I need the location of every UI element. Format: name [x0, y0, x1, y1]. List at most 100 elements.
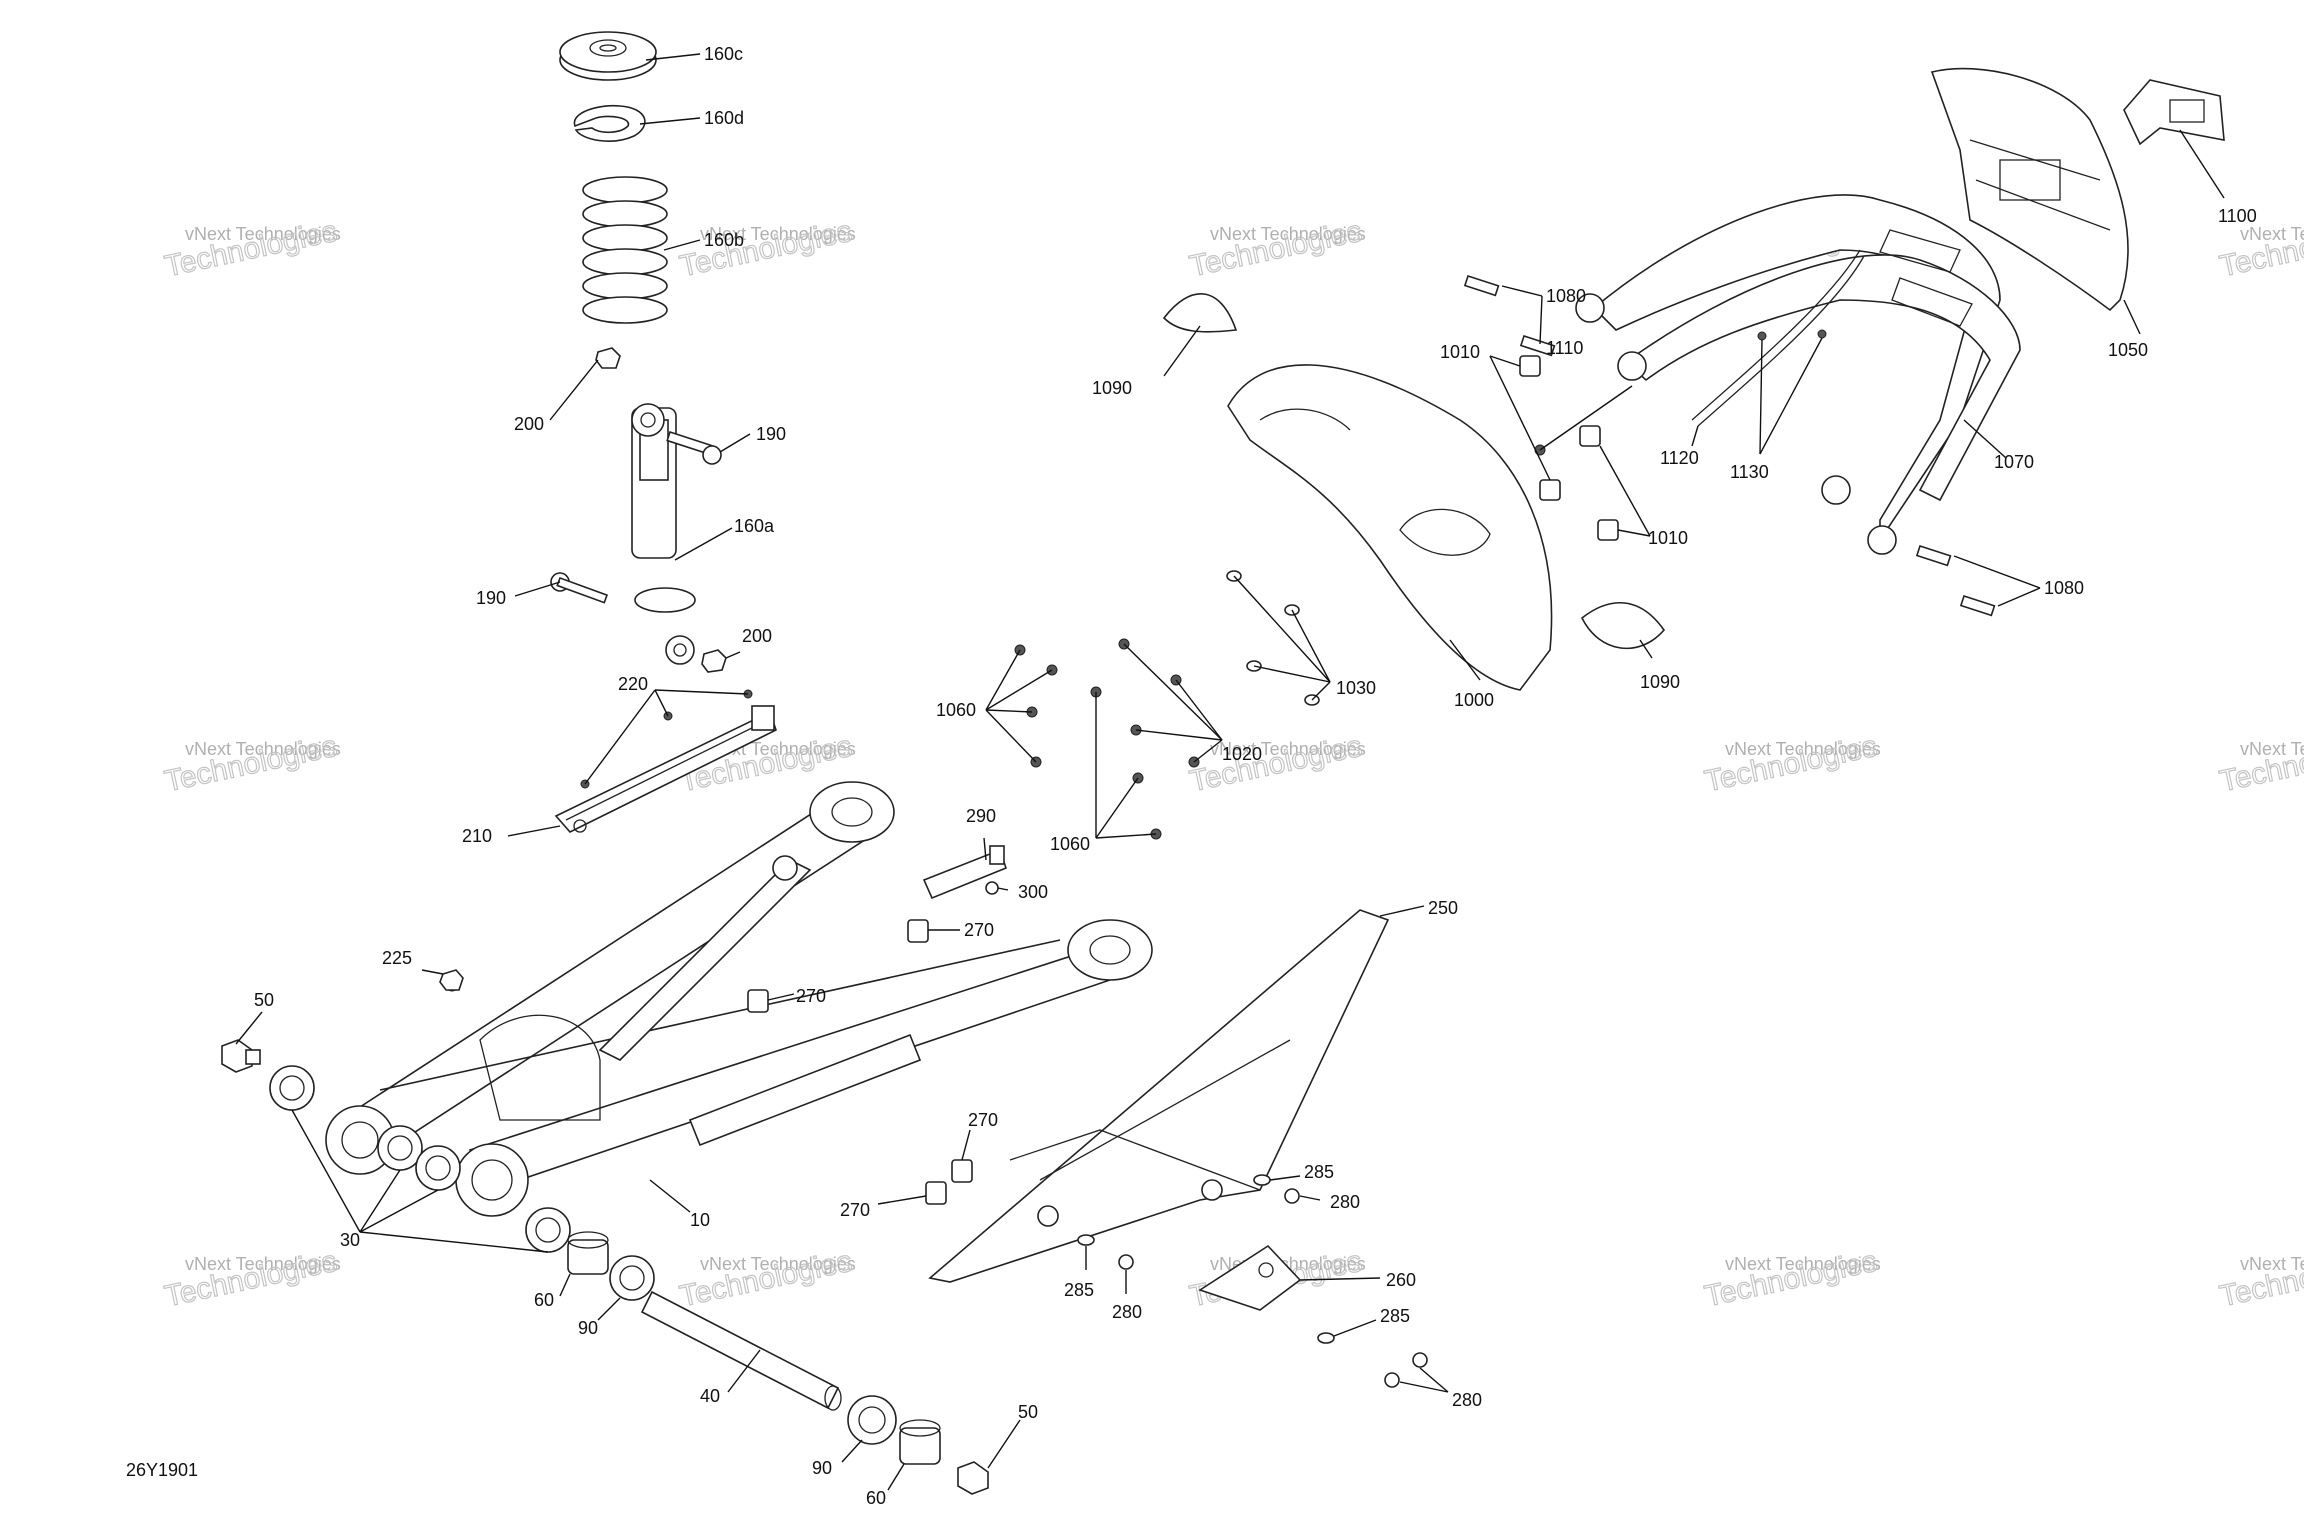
callout-225: 225 — [382, 948, 412, 968]
part-bolt-1080-upper-a — [1463, 274, 1500, 297]
watermark: vNext Technologies Technologies — [1701, 729, 1881, 799]
callout-1000: 1000 — [1454, 690, 1494, 710]
part-license-plate-bracket — [2123, 79, 2225, 146]
callout-90-upper: 90 — [578, 1318, 598, 1338]
part-rear-frame — [1575, 194, 2021, 555]
callout-1060-upper: 1060 — [936, 700, 976, 720]
callout-280-b: 280 — [1112, 1302, 1142, 1322]
callout-60-upper: 60 — [534, 1290, 554, 1310]
watermark: vNext Technologies Technologies — [1186, 214, 1366, 284]
part-nut-300 — [985, 881, 999, 895]
callout-1080-lower: 1080 — [2044, 578, 2084, 598]
callout-250: 250 — [1428, 898, 1458, 918]
callout-285-a: 285 — [1304, 1162, 1334, 1182]
part-clip-1010-d — [1597, 519, 1619, 541]
part-spacer-60-upper — [567, 1231, 609, 1275]
part-coil-spring — [582, 176, 668, 324]
callout-190-lower: 190 — [476, 588, 506, 608]
watermark-line1: vNext Technologies — [1725, 739, 1881, 759]
watermark-line1: vNext Technologies — [1725, 1254, 1881, 1274]
part-bolt-50-left — [221, 1039, 261, 1073]
part-shock-absorber — [631, 403, 696, 665]
part-chain-guard — [928, 909, 1390, 1283]
callout-50-right: 50 — [1018, 1402, 1038, 1422]
watermark-line1: vNext Technologies — [700, 1254, 856, 1274]
part-washer-285-c — [1317, 1332, 1335, 1344]
watermark: vNext Technologies Technologies — [161, 1244, 341, 1314]
part-bolt-1080-lower-b — [1959, 594, 1996, 617]
part-rear-cover — [1930, 67, 2129, 312]
part-spring-seat-upper — [559, 31, 657, 81]
part-bearing-1 — [269, 1065, 315, 1111]
watermark-line1: vNext Technologies — [1210, 224, 1366, 244]
leader-lines — [235, 53, 2225, 1491]
callout-270-b: 270 — [796, 986, 826, 1006]
callout-280-c: 280 — [1452, 1390, 1482, 1410]
part-bolt-1080-lower-a — [1915, 544, 1952, 567]
callout-160a: 160a — [734, 516, 775, 536]
part-gasket-1090-upper — [1162, 293, 1238, 333]
callout-1010-lower: 1010 — [1648, 528, 1688, 548]
part-screw-280-a — [1284, 1188, 1300, 1204]
part-bolt-50-right — [957, 1461, 989, 1495]
watermark: vNext Technologies Technologies — [2216, 1244, 2304, 1314]
watermark-line1: vNext Technologies — [700, 224, 856, 244]
watermark-line1: vNext Technologies — [2240, 1254, 2304, 1274]
part-washer-285-a — [1253, 1174, 1271, 1186]
callout-160c: 160c — [704, 44, 743, 64]
part-bolt-1080-upper-b — [1519, 334, 1556, 357]
part-swing-arm — [325, 781, 1153, 1217]
watermark-line1: vNext Technologies — [185, 739, 341, 759]
watermark-line1: vNext Technologies — [2240, 739, 2304, 759]
callout-270-d: 270 — [840, 1200, 870, 1220]
part-bearing-3 — [415, 1145, 461, 1191]
callout-260: 260 — [1386, 1270, 1416, 1290]
part-clip-270-a — [907, 919, 929, 943]
callout-30: 30 — [340, 1230, 360, 1250]
part-screw-280-c — [1412, 1352, 1428, 1368]
callout-270-a: 270 — [964, 920, 994, 940]
part-clip-1010-c — [1539, 479, 1561, 501]
callout-1120: 1120 — [1660, 448, 1699, 468]
part-washer-285-b — [1077, 1234, 1095, 1246]
part-clip-270-d — [925, 1181, 947, 1205]
callout-1090-upper: 1090 — [1092, 378, 1132, 398]
callout-1020: 1020 — [1222, 744, 1262, 764]
callout-1110: 1110 — [1546, 338, 1583, 358]
callout-1010-upper: 1010 — [1440, 342, 1480, 362]
part-screw-1060-group — [1014, 638, 1200, 840]
callout-285-c: 285 — [1380, 1306, 1410, 1326]
callout-160d: 160d — [704, 108, 744, 128]
callout-1050: 1050 — [2108, 340, 2148, 360]
watermark: vNext Technologies Technologies — [161, 214, 341, 284]
callout-10: 10 — [690, 1210, 710, 1230]
part-heat-shield — [1227, 364, 1553, 691]
part-nut-upper — [595, 347, 621, 369]
callout-160b: 160b — [704, 230, 744, 250]
callout-1070: 1070 — [1994, 452, 2034, 472]
callout-190-upper: 190 — [756, 424, 786, 444]
callout-50-left: 50 — [254, 990, 274, 1010]
part-bolt-lower — [550, 572, 609, 604]
callout-labels: 160c 160d 160b 200 190 160a 190 200 220 … — [254, 44, 2257, 1508]
watermark: vNext Technologies Technologies — [676, 1244, 856, 1314]
callout-60-lower: 60 — [866, 1488, 886, 1508]
callout-210: 210 — [462, 826, 492, 846]
callout-1090-lower: 1090 — [1640, 672, 1680, 692]
callout-1130: 1130 — [1730, 462, 1769, 482]
part-clip-270-b — [747, 989, 769, 1013]
part-nut-lower — [701, 649, 727, 673]
watermark: vNext Technologies Technologies — [161, 729, 341, 799]
callout-1100: 1100 — [2218, 206, 2257, 226]
part-clip-290 — [922, 845, 1007, 900]
part-gasket-1090-lower — [1580, 601, 1666, 650]
watermark-line1: vNext Technologies — [1210, 739, 1366, 759]
part-axle-shaft — [640, 1290, 842, 1411]
watermark-line1: vNext Technologies — [185, 224, 341, 244]
callout-290: 290 — [966, 806, 996, 826]
part-nut-225 — [439, 969, 464, 991]
part-clip-1010-a — [1519, 355, 1541, 377]
callout-1030: 1030 — [1336, 678, 1376, 698]
